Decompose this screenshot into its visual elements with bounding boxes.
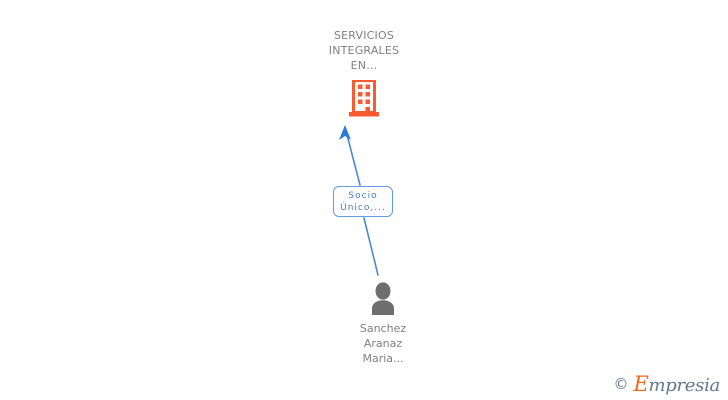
copyright-icon: © [613, 375, 629, 393]
person-node[interactable]: Sanchez Aranaz Maria... [303, 282, 463, 366]
empresia-logo-rest: mpresia [648, 375, 721, 396]
edge-person-to-box [363, 217, 379, 276]
relation-label-line2: Único,... [340, 202, 386, 213]
empresia-logo-text: Empresia [633, 374, 720, 395]
company-icon-wrap [284, 80, 444, 120]
building-icon[interactable] [348, 80, 380, 118]
person-icon-wrap [303, 282, 463, 318]
company-node[interactable]: SERVICIOS INTEGRALES EN... [284, 28, 444, 120]
edge-box-to-company [345, 130, 361, 186]
person-icon[interactable] [366, 282, 400, 315]
person-label: Sanchez Aranaz Maria... [359, 322, 407, 365]
arrowhead-icon [339, 125, 351, 140]
company-label: SERVICIOS INTEGRALES EN... [328, 29, 400, 72]
relation-label-box[interactable]: Socio Único,... [333, 186, 393, 217]
relation-label-line1: Socio [348, 190, 378, 201]
empresia-watermark: © Empresia [613, 374, 720, 395]
empresia-logo-initial: E [633, 372, 649, 396]
